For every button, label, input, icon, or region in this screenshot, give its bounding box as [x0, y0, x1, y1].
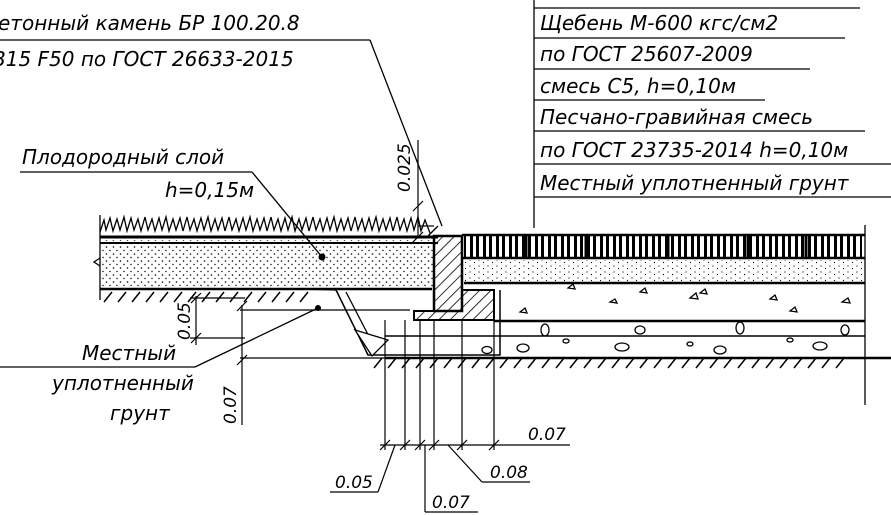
- soil-left-line2: уплотненный: [51, 371, 194, 395]
- curb-stone: [413, 225, 495, 321]
- topsoil-label-line1: Плодородный слой: [22, 145, 224, 169]
- dim-bottom-c: 0.08: [490, 463, 528, 483]
- dim-left-depth: 0.07: [221, 386, 241, 424]
- dim-bottom-a: 0.05: [335, 473, 373, 493]
- left-dimensions: [190, 292, 410, 425]
- paving-layer: [462, 233, 865, 260]
- topsoil-label: Плодородный слой h=0,15м: [20, 145, 323, 258]
- soil-left-label: Местный уплотненный грунт: [0, 305, 321, 425]
- bottom-dimension-chain: [330, 320, 570, 513]
- curb-label-line1: етонный камень БР 100.20.8: [0, 11, 300, 35]
- layer-label-3: смесь С5, h=0,10м: [540, 74, 736, 98]
- topsoil-label-line2: h=0,15м: [165, 178, 254, 202]
- crushed-stone-layer: [494, 282, 865, 323]
- dim-curb-top: 0.025: [395, 143, 415, 192]
- layer-label-2: по ГОСТ 25607-2009: [540, 42, 753, 66]
- dim-left-step: 0.05: [175, 302, 195, 340]
- curb-label: етонный камень БР 100.20.8 В15 F50 по ГО…: [0, 11, 443, 227]
- sand-layer: [464, 260, 865, 285]
- soil-left-line3: грунт: [110, 401, 171, 425]
- soil-left-line1: Местный: [82, 341, 176, 365]
- layer-label-4: Песчано-гравийная смесь: [540, 105, 813, 129]
- sand-gravel-layer: [385, 321, 891, 360]
- topsoil-layer: [92, 214, 438, 300]
- dim-bottom-d: 0.07: [528, 425, 566, 445]
- curb-top-dimension: [412, 140, 434, 243]
- layer-label-5: по ГОСТ 23735-2014 h=0,10м: [540, 138, 848, 162]
- layer-label-6: Местный уплотненный грунт: [540, 171, 850, 195]
- curb-label-line2: В15 F50 по ГОСТ 26633-2015: [0, 47, 294, 71]
- layer-label-1: Щебень М-600 кгс/см2: [540, 11, 778, 35]
- dim-bottom-b: 0.07: [432, 493, 470, 513]
- layer-labels: Щебень М-600 кгс/см2 по ГОСТ 25607-2009 …: [534, 7, 891, 198]
